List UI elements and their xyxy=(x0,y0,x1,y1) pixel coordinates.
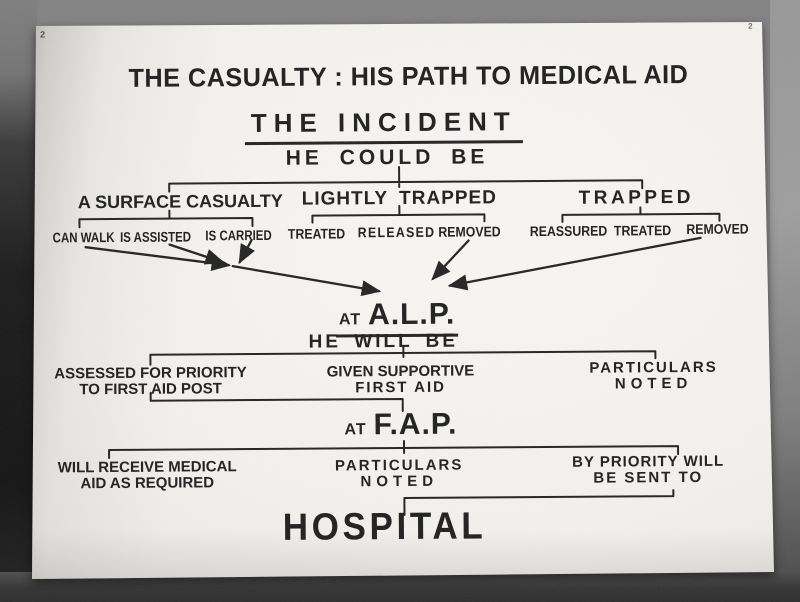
fap-at-label: AT xyxy=(344,421,367,439)
fap-outcome-particulars-line2: NOTED xyxy=(360,472,439,491)
corner-mark-right: 2 xyxy=(748,21,753,31)
fap-outcome-particulars-line1: PARTICULARS xyxy=(334,456,464,475)
child-treated-2: TREATED xyxy=(613,222,672,239)
incident-subheading: HE COULD BE xyxy=(285,145,489,170)
alp-outcome-assessed: ASSESSED FOR PRIORITY TO FIRST AID POST xyxy=(54,364,247,399)
alp-outcome-particulars-line2: NOTED xyxy=(614,374,693,393)
child-released: RELEASED xyxy=(357,223,436,241)
alp-outcome-supportive: GIVEN SUPPORTIVE FIRST AID xyxy=(326,362,475,397)
fap-outcome-priority: BY PRIORITY WILL BE SENT TO xyxy=(572,453,724,487)
fap-outcome-particulars: PARTICULARS NOTED xyxy=(334,456,464,491)
fap-heading: AT F.A.P. xyxy=(344,408,457,443)
alp-name: A.L.P. xyxy=(367,297,456,332)
branch-trapped: TRAPPED xyxy=(578,186,695,209)
branch-surface-casualty: A SURFACE CASUALTY xyxy=(77,190,283,213)
corner-mark-left: 2 xyxy=(40,29,46,40)
alp-outcome-particulars: PARTICULARS NOTED xyxy=(589,358,718,393)
child-removed-2: REMOVED xyxy=(686,220,749,237)
poster-title: THE CASUALTY : HIS PATH TO MEDICAL AID xyxy=(128,58,689,93)
child-is-assisted: IS ASSISTED xyxy=(119,228,192,245)
child-treated-1: TREATED xyxy=(287,225,346,242)
incident-heading: THE INCIDENT xyxy=(244,106,523,146)
hospital-heading: HOSPITAL xyxy=(282,505,487,549)
alp-outcome-particulars-line1: PARTICULARS xyxy=(589,358,718,377)
fap-name: F.A.P. xyxy=(373,407,458,442)
alp-at-label: AT xyxy=(338,311,362,329)
alp-outcome-supportive-line1: GIVEN SUPPORTIVE xyxy=(326,362,475,381)
branch-lightly-trapped: LIGHTLY TRAPPED xyxy=(301,187,497,210)
fap-outcome-priority-line2: BE SENT TO xyxy=(593,468,704,487)
fap-outcome-medical-aid-line2: AID AS REQUIRED xyxy=(80,474,215,493)
alp-subheading: HE WILL BE xyxy=(308,330,459,353)
child-can-walk: CAN WALK xyxy=(52,228,115,246)
fap-outcome-medical-aid: WILL RECEIVE MEDICAL AID AS REQUIRED xyxy=(58,458,237,493)
child-is-carried: IS CARRIED xyxy=(205,226,272,244)
child-reassured: REASSURED xyxy=(529,222,608,240)
child-removed-1: REMOVED xyxy=(438,223,501,240)
alp-outcome-assessed-line2: TO FIRST AID POST xyxy=(79,380,222,399)
alp-outcome-supportive-line2: FIRST AID xyxy=(355,378,447,397)
